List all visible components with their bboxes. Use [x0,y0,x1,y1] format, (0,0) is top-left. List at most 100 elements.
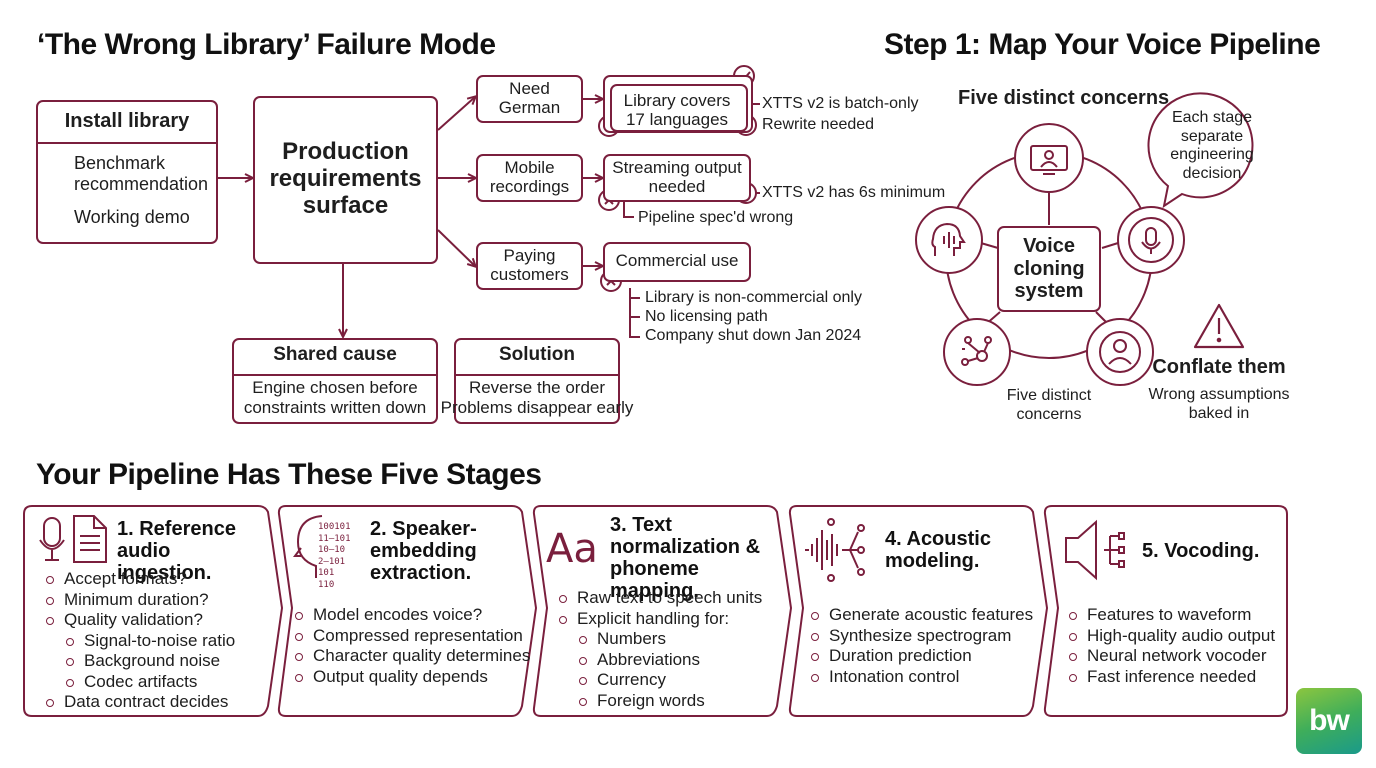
constraint-commercial-box [603,242,751,282]
need-mobile-box [476,154,583,202]
stage-3-title: 3. Text normalization & phoneme mapping. [610,514,761,602]
stage-shape-5 [1043,505,1288,717]
note-line-paying [629,288,640,338]
failure-mode-title: ‘The Wrong Library’ Failure Mode [37,28,496,61]
shared-cause-box [232,338,438,424]
stage-1-bullet: Quality validation? [42,610,235,631]
stage-4-bullet: Duration prediction [807,646,1033,667]
stage-5-bullet: Features to waveform [1065,605,1275,626]
production-box [253,96,438,264]
stage-3-bullet: Foreign words [555,691,762,712]
head-binary-icon [293,515,323,578]
production-label: Production requirements surface [269,138,422,219]
stage-4-title: 4. Acoustic modeling. [885,528,991,572]
text-font-icon: Aa [546,526,598,572]
stage-2-title: 2. Speaker-embedding extraction. [370,518,477,584]
stage-3-bullet: Numbers [555,629,762,650]
pipeline-title: Your Pipeline Has These Five Stages [36,458,542,491]
stage-3-bullet: Currency [555,670,762,691]
stage-5-bullet: Fast inference needed [1065,667,1275,688]
note-rewrite: Rewrite needed [762,116,875,133]
stage-shape-2 [277,505,537,717]
note-batch-only: XTTS v2 is batch-only [762,95,919,112]
constraint-languages-inner [610,84,748,132]
arrow-to-paying [437,229,475,266]
install-library-title: Install library [64,110,190,132]
stage-1-bullet: Codec artifacts [42,672,235,693]
stage-5-title: 5. Vocoding. [1142,540,1260,562]
constraint-streaming-label: Streaming output needed [612,158,742,196]
stage-1-bullet: Data contract decides [42,692,235,713]
stage-1-bullet: Accept formats? [42,569,235,590]
speaker-icon [1065,519,1125,581]
stage-3-bullet: Raw text to speech units [555,588,762,609]
bw-logo-text: bw [1309,704,1350,737]
note-6s-minimum: XTTS v2 has 6s minimum [762,184,946,201]
network-graph-icon [943,318,1011,386]
constraint-streaming-box [603,154,751,202]
five-concerns-label: Five distinct concerns [1006,387,1092,423]
need-mobile-label: Mobile recordings [489,158,570,196]
microphone-document-icon [39,515,107,563]
stage-4-bullet: Intonation control [807,667,1033,688]
bw-logo: bw [1296,688,1362,754]
warning-icon [1193,303,1245,349]
stage-4-bullet: Generate acoustic features [807,605,1033,626]
stage-shape-1 [23,505,283,717]
voice-cloning-center-label: Voice cloning system [1013,235,1085,302]
voice-cloning-center-box [997,226,1101,312]
stage-1-title: 1. Reference audio ingestion. [117,518,236,584]
speech-bubble [1147,92,1254,209]
stage-1-bullet: Signal-to-noise ratio [42,631,235,652]
stage-2-bullets: Model encodes voice?Compressed represent… [291,605,530,687]
microphone-icon [1117,206,1185,274]
speaking-head-icon [915,206,983,274]
note-no-licensing: No licensing path [645,308,768,325]
step1-subtitle: Five distinct concerns [958,87,1170,109]
need-paying-label: Paying customers [490,246,569,284]
step1-title: Step 1: Map Your Voice Pipeline [884,28,1321,61]
screen-person-icon [1014,123,1084,193]
stage-3-bullet: Abbreviations [555,650,762,671]
install-library-box [36,100,218,244]
solution-box [454,338,620,424]
shared-cause-body: Engine chosen before constraints written… [243,378,427,417]
stage-2-bullet: Compressed representation [291,626,530,647]
shared-cause-title: Shared cause [273,344,397,365]
stage-1-bullet: Background noise [42,651,235,672]
note-spec-wrong: Pipeline spec'd wrong [638,209,794,226]
stage-5-bullet: Neural network vocoder [1065,646,1275,667]
need-paying-box [476,242,583,290]
conflate-title: Conflate them [1152,356,1286,378]
stage-2-bullet: Output quality depends [291,667,530,688]
arrow-to-german [437,97,475,131]
stage-1-bullet: Minimum duration? [42,590,235,611]
stage-1-bullets: Accept formats?Minimum duration?Quality … [42,569,235,713]
stage-shape-3 [532,505,792,717]
constraint-languages-label: Library covers 17 languages [623,91,731,129]
conflate-body: Wrong assumptions baked in [1148,386,1290,422]
install-item-benchmark: Benchmark recommendation [74,153,209,194]
note-non-commercial: Library is non-commercial only [645,289,862,306]
solution-line2: Problems disappear early [440,398,634,417]
bubble-text: Each stage separate engineering decision [1170,109,1254,182]
need-german-label: Need German [498,79,561,117]
need-german-box [476,75,583,123]
constraint-commercial-label: Commercial use [615,251,739,270]
binary-code-icon-text: 100101 11—101 10—10 2—101 101 110 [318,522,351,590]
install-item-demo: Working demo [74,207,190,227]
stage-2-bullet: Model encodes voice? [291,605,530,626]
stage-5-bullet: High-quality audio output [1065,626,1275,647]
stage-3-bullet: Explicit handling for: [555,609,762,630]
note-shut-down: Company shut down Jan 2024 [645,327,862,344]
stage-2-bullet: Character quality determines [291,646,530,667]
solution-line1: Reverse the order [468,378,606,397]
waveform-network-icon [805,518,865,582]
solution-title: Solution [499,344,575,365]
stage-4-bullet: Synthesize spectrogram [807,626,1033,647]
user-circle-icon [1086,318,1154,386]
